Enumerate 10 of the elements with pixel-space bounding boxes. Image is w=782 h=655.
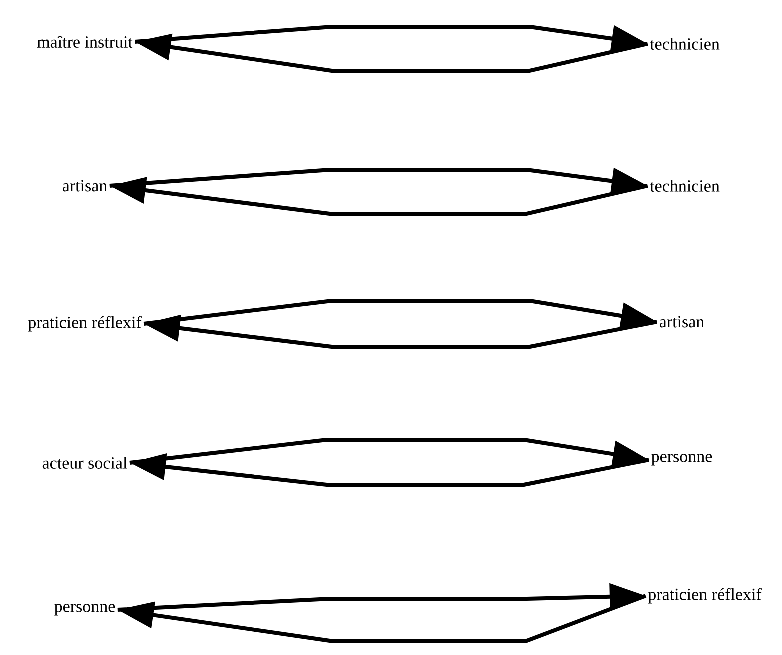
text-label: praticien réflexif — [28, 316, 142, 332]
text-label: personne — [652, 454, 712, 466]
text-label: acteur social — [42, 457, 128, 469]
text-label: artisan — [660, 316, 704, 328]
text-label: personne — [54, 604, 116, 616]
text-label: technicien — [650, 180, 720, 192]
text-label: artisan — [62, 180, 108, 192]
text-label: maître instruit — [37, 36, 133, 48]
text-label: technicien — [650, 38, 720, 50]
text-label: praticien réflexif — [648, 588, 762, 604]
